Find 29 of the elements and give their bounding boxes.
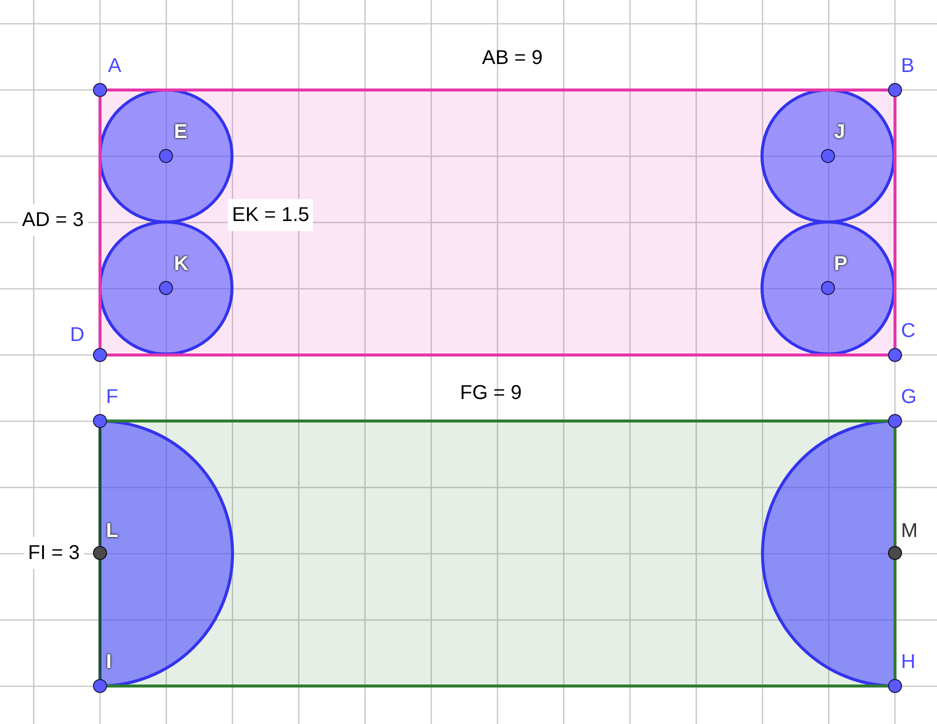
- point-label: J: [834, 122, 846, 142]
- rectangle-side: [107, 684, 888, 688]
- rectangle-side: [98, 428, 102, 546]
- point-label: A: [108, 56, 122, 76]
- point-label: C: [901, 321, 916, 341]
- rectangle-side: [98, 560, 102, 679]
- point-label: G: [901, 387, 917, 407]
- point-label: F: [106, 387, 118, 407]
- rectangle-side: [894, 560, 896, 679]
- measurement-label: EK = 1.5: [228, 199, 314, 231]
- rectangle-side: [894, 97, 896, 348]
- point-label: H: [901, 652, 916, 672]
- rectangle-side: [107, 420, 888, 422]
- measurement-label: AB = 9: [481, 46, 544, 71]
- point-label: B: [901, 56, 914, 76]
- measurement-label: AD = 3: [18, 204, 88, 236]
- point-label: L: [106, 521, 118, 541]
- point-label: M: [901, 521, 918, 541]
- point-label: E: [174, 122, 188, 142]
- rectangle-side: [98, 97, 102, 348]
- measurement-label: FG = 9: [459, 381, 523, 406]
- rectangle-side: [894, 428, 896, 546]
- rectangle-side: [107, 88, 888, 92]
- point-label: D: [70, 325, 84, 345]
- point-label: K: [174, 254, 188, 274]
- point-label: I: [106, 652, 112, 672]
- point-label: P: [834, 254, 848, 274]
- rectangle-side: [107, 354, 888, 356]
- measurement-label: FI = 3: [24, 537, 84, 569]
